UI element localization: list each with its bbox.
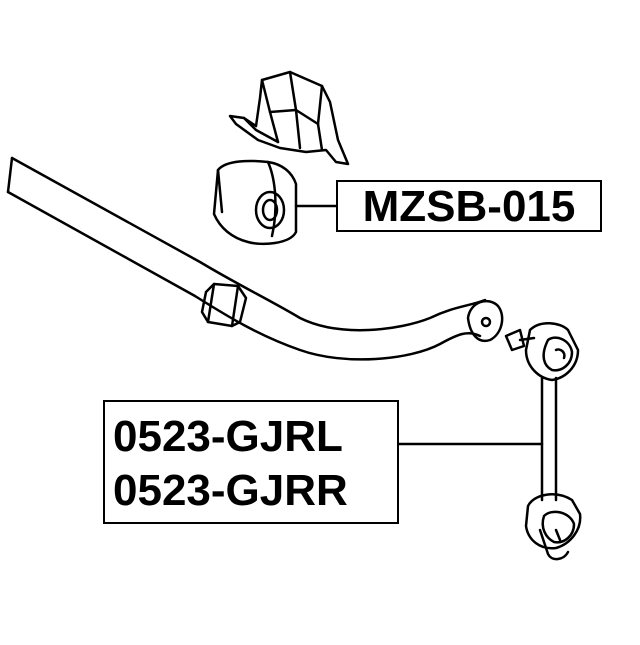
bushing-bracket [228, 70, 350, 166]
link-part-number-left: 0523-GJRL [113, 412, 343, 461]
bushing-part-number-label: MZSB-015 [336, 180, 602, 232]
bar-bushing [200, 282, 248, 328]
stabilizer-bar [6, 156, 504, 361]
stabilizer-bushing [212, 159, 298, 246]
link-part-number-right: 0523-GJRR [113, 466, 348, 515]
stabilizer-link [504, 322, 582, 561]
bushing-part-number: MZSB-015 [362, 182, 576, 231]
link-part-number-label: 0523-GJRL 0523-GJRR [103, 400, 399, 524]
